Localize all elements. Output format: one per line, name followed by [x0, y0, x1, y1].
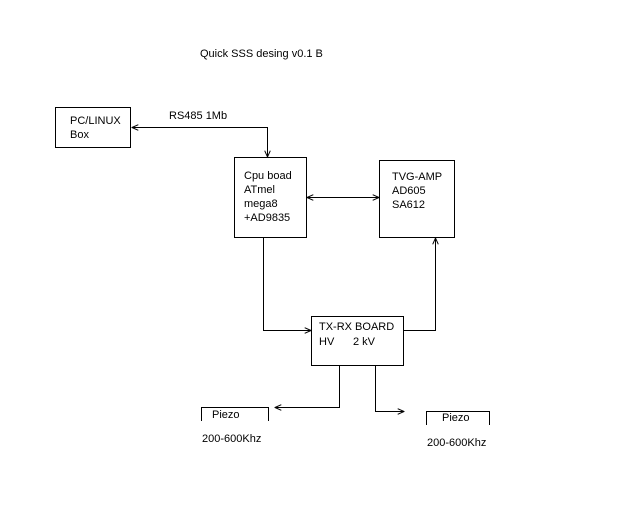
piezo-left-label: Piezo — [212, 409, 240, 421]
txrx-box-label-2: HV — [319, 336, 335, 348]
pc-linux-box — [55, 107, 131, 148]
cpu-box-label-1: Cpu boad — [244, 170, 292, 182]
txrx-to-piezo-right-link — [375, 366, 405, 412]
rs485-label: RS485 1Mb — [169, 110, 228, 122]
piezo-left-box — [201, 407, 269, 421]
piezo-left-freq: 200-600Khz — [202, 433, 262, 445]
tvg-box-label-1: TVG-AMP — [392, 171, 443, 183]
piezo-right-freq: 200-600Khz — [427, 437, 487, 449]
cpu-box-label-4: +AD9835 — [244, 212, 291, 224]
piezo-right-box — [426, 411, 490, 425]
tx-rx-board-box — [311, 316, 404, 366]
pc-box-label-2: Box — [70, 129, 89, 141]
txrx-box-label-1: TX-RX BOARD — [319, 321, 395, 333]
diagram-title: Quick SSS desing v0.1 B — [200, 48, 323, 60]
cpu-to-txrx-link — [263, 238, 312, 331]
cpu-box-label-3: mega8 — [244, 198, 278, 210]
tvg-box-label-2: AD605 — [392, 185, 426, 197]
pc-box-label-1: PC/LINUX — [70, 115, 121, 127]
txrx-to-tvg-link — [404, 238, 436, 331]
piezo-right-label: Piezo — [442, 412, 470, 424]
rs485-link — [132, 128, 268, 158]
txrx-to-piezo-left-link — [275, 366, 340, 408]
txrx-box-label-2b: 2 kV — [353, 336, 376, 348]
cpu-box-label-2: ATmel — [244, 184, 275, 196]
tvg-box-label-3: SA612 — [392, 199, 426, 211]
